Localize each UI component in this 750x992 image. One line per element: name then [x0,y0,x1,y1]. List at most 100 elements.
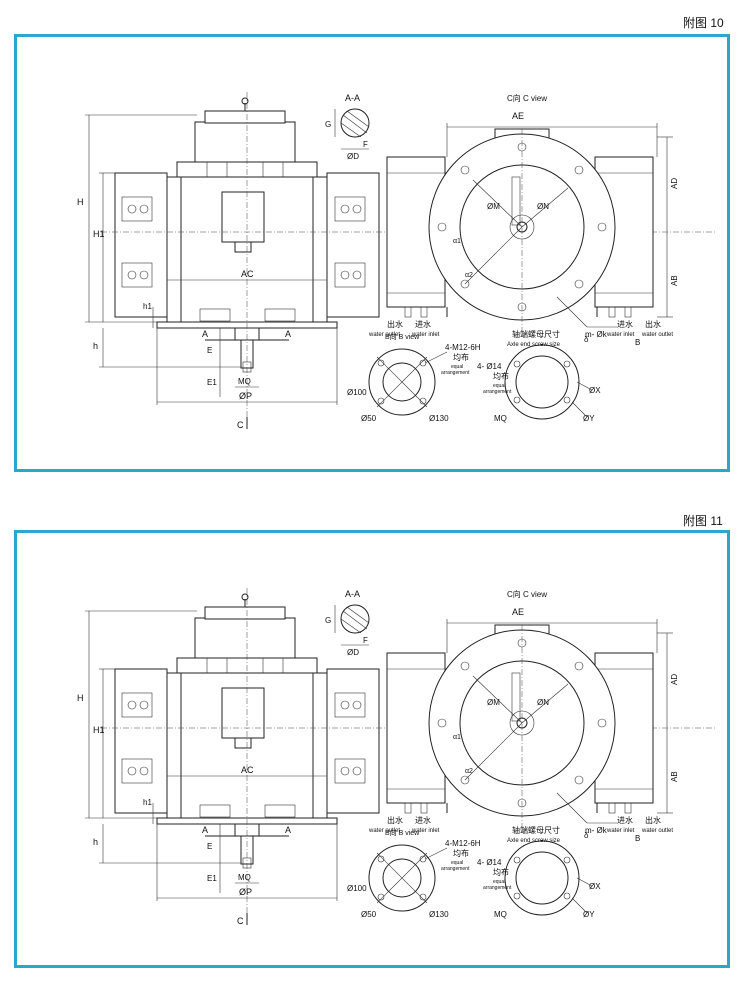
view-mark-b: B [635,834,640,843]
b-view: B向 B view 4-M12-6H 均布 equal arrangement … [347,332,481,423]
dim-h: H [77,197,84,207]
water-outlet-right-en: water outlet [641,332,673,338]
dim-g: G [325,120,331,129]
section-aa-title: A-A [345,93,360,103]
motor-drawing: H H1 h h1 AC A A E E1 MQ ØP C [77,588,717,926]
dim-delta: δ [584,831,589,840]
dim-phi130: Ø130 [429,414,449,423]
water-outlet-right-en: water outlet [641,828,673,834]
dim-delta: δ [584,335,589,344]
water-outlet-left-cn: 出水 [387,815,403,825]
dim-phi14: 4- Ø14 [477,858,502,867]
angle-alpha2: α2 [465,768,473,775]
dim-f: F [363,140,368,149]
front-view: H H1 h h1 AC A A E E1 MQ ØP C [77,92,717,430]
axle-end-cn: 轴端螺母尺寸 [512,825,560,835]
drawing-panel-10: H H1 h h1 AC A A E E1 MQ ØP C [14,34,730,472]
water-inlet-right-en: water inlet [606,828,635,834]
angle-alpha1: α1 [453,734,461,741]
dim-mq-end: MQ [494,414,507,423]
dim-h1-small: h1 [143,798,152,807]
b-view: B向 B view 4-M12-6H 均布 equal arrangement … [347,828,481,919]
hole-junbu: 均布 [493,371,509,381]
thread-m12: 4-M12-6H [445,343,481,352]
dim-h-small: h [93,341,98,351]
dim-phi50: Ø50 [361,910,377,919]
dim-g: G [325,616,331,625]
hole-junbu: 均布 [493,867,509,877]
dim-phi-n: ØN [537,202,549,211]
water-inlet-right-cn: 进水 [617,815,633,825]
view-mark-c: C [237,916,244,926]
section-mark-a-left: A [202,825,208,835]
figure-label-10: 附图 10 [683,16,724,30]
hole-arrangement: arrangement [483,885,512,891]
dim-phi-p: ØP [239,391,252,401]
dim-phiy: ØY [583,414,595,423]
water-outlet-right-cn: 出水 [645,815,661,825]
water-inlet-right-cn: 进水 [617,319,633,329]
dim-ae: AE [512,111,524,121]
shaft-end-view: 4- Ø14 均布 equal arrangement δ ØX ØY MQ [477,335,601,423]
dim-m-phik: m- Øk [585,330,608,339]
dim-phi50: Ø50 [361,414,377,423]
dim-ae: AE [512,607,524,617]
view-mark-b: B [635,338,640,347]
hole-arrangement: arrangement [483,389,512,395]
dim-ad: AD [670,178,679,189]
dim-m-phik: m- Øk [585,826,608,835]
b-view-title: B向 B view [385,828,420,837]
thread-m12: 4-M12-6H [445,839,481,848]
angle-alpha2: α2 [465,272,473,279]
thread-arrangement: arrangement [441,866,470,872]
dim-phi100: Ø100 [347,884,367,893]
dim-mq: MQ [238,377,251,386]
dim-ac: AC [241,269,254,279]
hole-equal: equal [493,383,505,389]
b-view-title: B向 B view [385,332,420,341]
dim-e1: E1 [207,874,217,883]
dim-phi14: 4- Ø14 [477,362,502,371]
drawing-panel-11: H H1 h h1 AC A A E E1 MQ ØP C [14,530,730,968]
water-inlet-left-cn: 进水 [415,815,431,825]
c-view: C向 C view AE ØM ØN α1 α2 [368,93,679,348]
hole-equal: equal [493,879,505,885]
section-mark-a-right: A [285,825,291,835]
dim-mq: MQ [238,873,251,882]
dim-ab: AB [670,275,679,286]
angle-alpha1: α1 [453,238,461,245]
thread-junbu: 均布 [453,848,469,858]
water-outlet-left-en: water outlet [368,828,400,834]
dim-phi-m: ØM [487,202,500,211]
c-view-title: C向 C view [507,93,547,103]
water-inlet-left-cn: 进水 [415,319,431,329]
front-view: H H1 h h1 AC A A E E1 MQ ØP C [77,588,717,926]
dim-ab: AB [670,771,679,782]
dim-h-small: h [93,837,98,847]
water-outlet-left-en: water outlet [368,332,400,338]
water-inlet-left-en: water inlet [411,332,440,338]
figure-label-11: 附图 11 [683,514,723,528]
dim-phi-m: ØM [487,698,500,707]
dim-phi-d: ØD [347,152,359,161]
dim-ad: AD [670,674,679,685]
c-view: C向 C view AE ØM ØN α1 α2 [368,589,679,844]
section-mark-a-right: A [285,329,291,339]
axle-end-en: Axle end screw size [507,342,561,348]
thread-junbu: 均布 [453,352,469,362]
dim-e: E [207,346,212,355]
section-aa-title: A-A [345,589,360,599]
view-mark-c: C [237,420,244,430]
dim-phi130: Ø130 [429,910,449,919]
water-inlet-left-en: water inlet [411,828,440,834]
section-mark-a-left: A [202,329,208,339]
axle-end-cn: 轴端螺母尺寸 [512,329,560,339]
dim-phiy: ØY [583,910,595,919]
thread-equal: equal [451,364,463,370]
dim-h: H [77,693,84,703]
dim-h1: H1 [93,229,105,239]
dim-mq-end: MQ [494,910,507,919]
thread-equal: equal [451,860,463,866]
water-outlet-left-cn: 出水 [387,319,403,329]
dim-e1: E1 [207,378,217,387]
